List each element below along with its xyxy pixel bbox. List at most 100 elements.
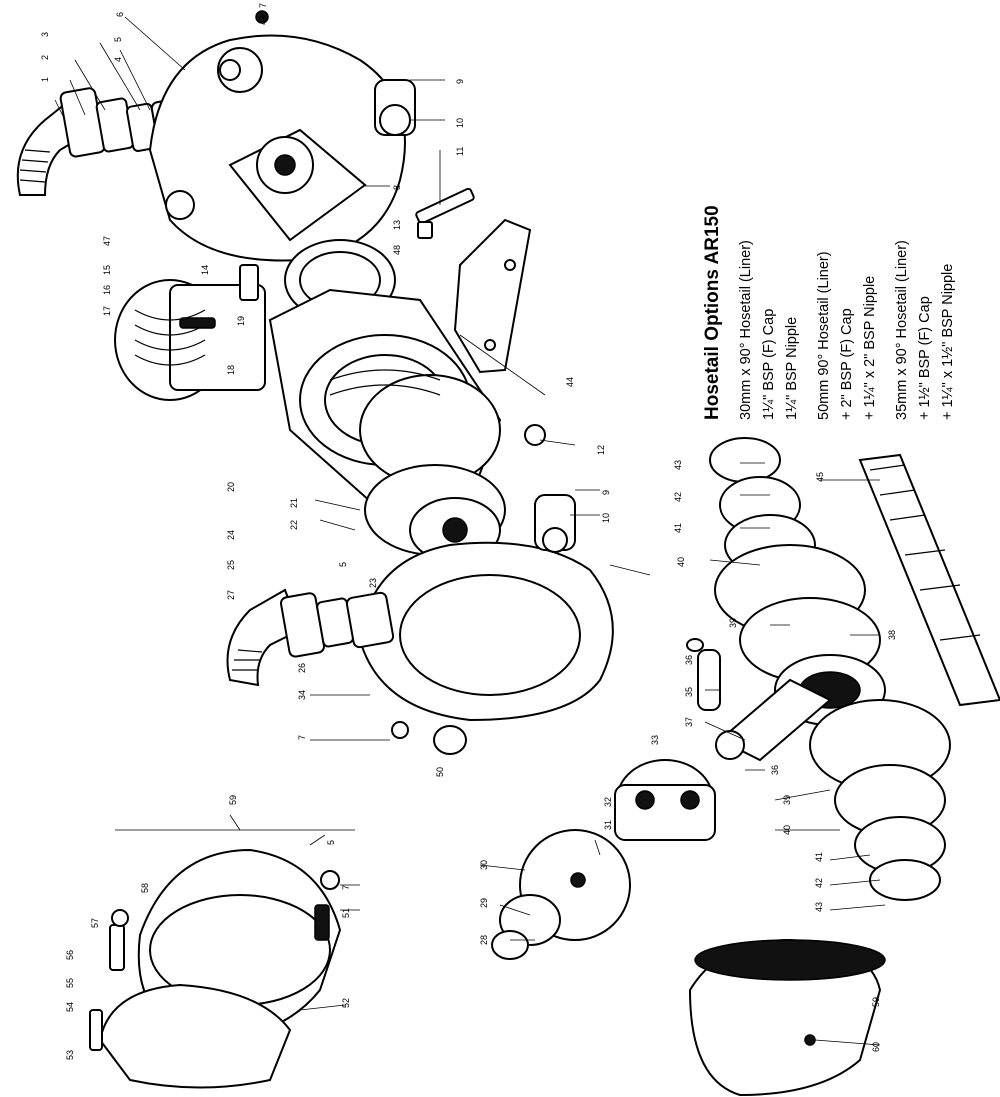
callout-26: 26 (297, 663, 307, 673)
callout-41: 41 (673, 523, 683, 533)
hosetail-options-text: Hosetail Options AR150 30mm x 90° Hoseta… (700, 120, 960, 420)
callout-35: 35 (684, 687, 694, 697)
circlip-icon (686, 638, 704, 652)
callout-53: 53 (65, 1050, 75, 1060)
bracket-hole-icon (504, 259, 516, 271)
option-group-30mm: 30mm x 90° Hosetail (Liner) 1¼" BSP (F) … (735, 120, 804, 420)
callout-52: 52 (341, 998, 351, 1008)
pin-icon (697, 649, 721, 711)
callout-5b: 5 (338, 562, 348, 567)
callout-38: 38 (887, 630, 897, 640)
callout-51: 51 (341, 908, 351, 918)
callout-17: 17 (102, 306, 112, 316)
piston-icon (114, 279, 266, 401)
callout-47: 47 (102, 236, 112, 246)
callout-49: 49 (258, 15, 268, 25)
callout-13: 13 (392, 220, 402, 230)
mounting-bracket-icon (453, 218, 532, 374)
callout-22: 22 (289, 520, 299, 530)
callout-30: 30 (479, 860, 489, 870)
bolt-icon (89, 909, 129, 1051)
diaphragm-icon (491, 829, 631, 960)
callout-39: 39 (728, 618, 738, 628)
option-line: + 1¼" x 1½" BSP Nipple (940, 263, 956, 420)
bearing-assembly-icon (709, 437, 886, 726)
option-line: + 1½" BSP (F) Cap (917, 296, 933, 420)
callout-59: 59 (228, 795, 238, 805)
callout-25: 25 (226, 560, 236, 570)
leader-lines (54, 16, 886, 1046)
callout-9: 9 (455, 79, 465, 84)
callout-3: 3 (40, 32, 50, 37)
hosetail-elbow-icon (226, 588, 395, 687)
bolt-icon (415, 187, 475, 239)
option-line: + 1¼" x 2" BSP Nipple (862, 275, 878, 420)
pump-body-icon (268, 288, 502, 512)
callout-36b: 36 (770, 765, 780, 775)
bracket-hole-icon (484, 339, 496, 351)
piston-icon (614, 759, 716, 841)
callout-11: 11 (455, 147, 465, 156)
callout-43b: 43 (814, 902, 824, 912)
callout-7b: 7 (297, 735, 307, 740)
callout-21: 21 (289, 498, 299, 508)
callout-10: 10 (455, 118, 465, 128)
callout-23: 23 (368, 578, 378, 588)
callout-60: 60 (871, 1042, 881, 1052)
option-group-35mm: 35mm x 90° Hosetail (Liner) + 1½" BSP (F… (891, 120, 960, 420)
nut-icon (524, 424, 546, 446)
callout-7c: 7 (341, 885, 351, 890)
option-line: 1¼" BSP Nipple (784, 316, 800, 420)
connecting-rod-icon (718, 678, 832, 762)
callout-5: 5 (113, 37, 123, 42)
callout-24: 24 (226, 530, 236, 540)
callout-16: 16 (102, 285, 112, 295)
callout-37: 37 (684, 717, 694, 727)
bearing-assembly-icon (809, 699, 951, 901)
callout-44: 44 (565, 377, 575, 387)
cover-icon (688, 938, 886, 1097)
hosetail-options-heading: Hosetail Options AR150 (702, 205, 723, 420)
pump-head-icon (148, 10, 416, 262)
callout-15: 15 (102, 265, 112, 275)
callout-58: 58 (140, 883, 150, 893)
pressure-vessel-icon (98, 848, 342, 1089)
option-line: 30mm x 90° Hosetail (Liner) (738, 240, 754, 420)
screw-icon (239, 264, 259, 301)
hosetail-options-panel: Hosetail Options AR150 30mm x 90° Hoseta… (700, 120, 1000, 420)
callout-10b: 10 (601, 513, 611, 523)
callout-28: 28 (479, 935, 489, 945)
screw-icon (179, 317, 216, 329)
callout-7: 7 (258, 3, 268, 8)
callout-2: 2 (40, 55, 50, 60)
callout-40b: 40 (782, 825, 792, 835)
option-line: 1¼" BSP (F) Cap (761, 308, 777, 420)
option-line: 35mm x 90° Hosetail (Liner) (894, 240, 910, 420)
callout-55: 55 (65, 978, 75, 988)
callout-27: 27 (226, 590, 236, 600)
option-group-50mm: 50mm 90° Hosetail (Liner) + 2" BSP (F) C… (813, 120, 882, 420)
callout-59b: 59 (871, 997, 881, 1007)
callout-43: 43 (673, 460, 683, 470)
callout-36: 36 (684, 655, 694, 665)
callout-50: 50 (435, 767, 445, 777)
shaft-icon (858, 453, 1000, 707)
callout-41b: 41 (814, 852, 824, 862)
callout-42b: 42 (814, 878, 824, 888)
callout-14: 14 (200, 265, 210, 275)
callout-9b: 9 (601, 490, 611, 495)
callout-6: 6 (115, 12, 125, 17)
callout-20: 20 (226, 482, 236, 492)
rod-eye-icon (715, 730, 745, 760)
callout-29: 29 (479, 898, 489, 908)
callout-57: 57 (90, 918, 100, 928)
callout-1: 1 (40, 77, 50, 82)
callout-33: 33 (650, 735, 660, 745)
option-line: + 2" BSP (F) Cap (839, 308, 855, 420)
callout-34: 34 (297, 690, 307, 700)
callout-42: 42 (673, 492, 683, 502)
callout-48: 48 (392, 245, 402, 255)
lower-pump-head-icon (358, 494, 614, 755)
callout-56: 56 (65, 950, 75, 960)
